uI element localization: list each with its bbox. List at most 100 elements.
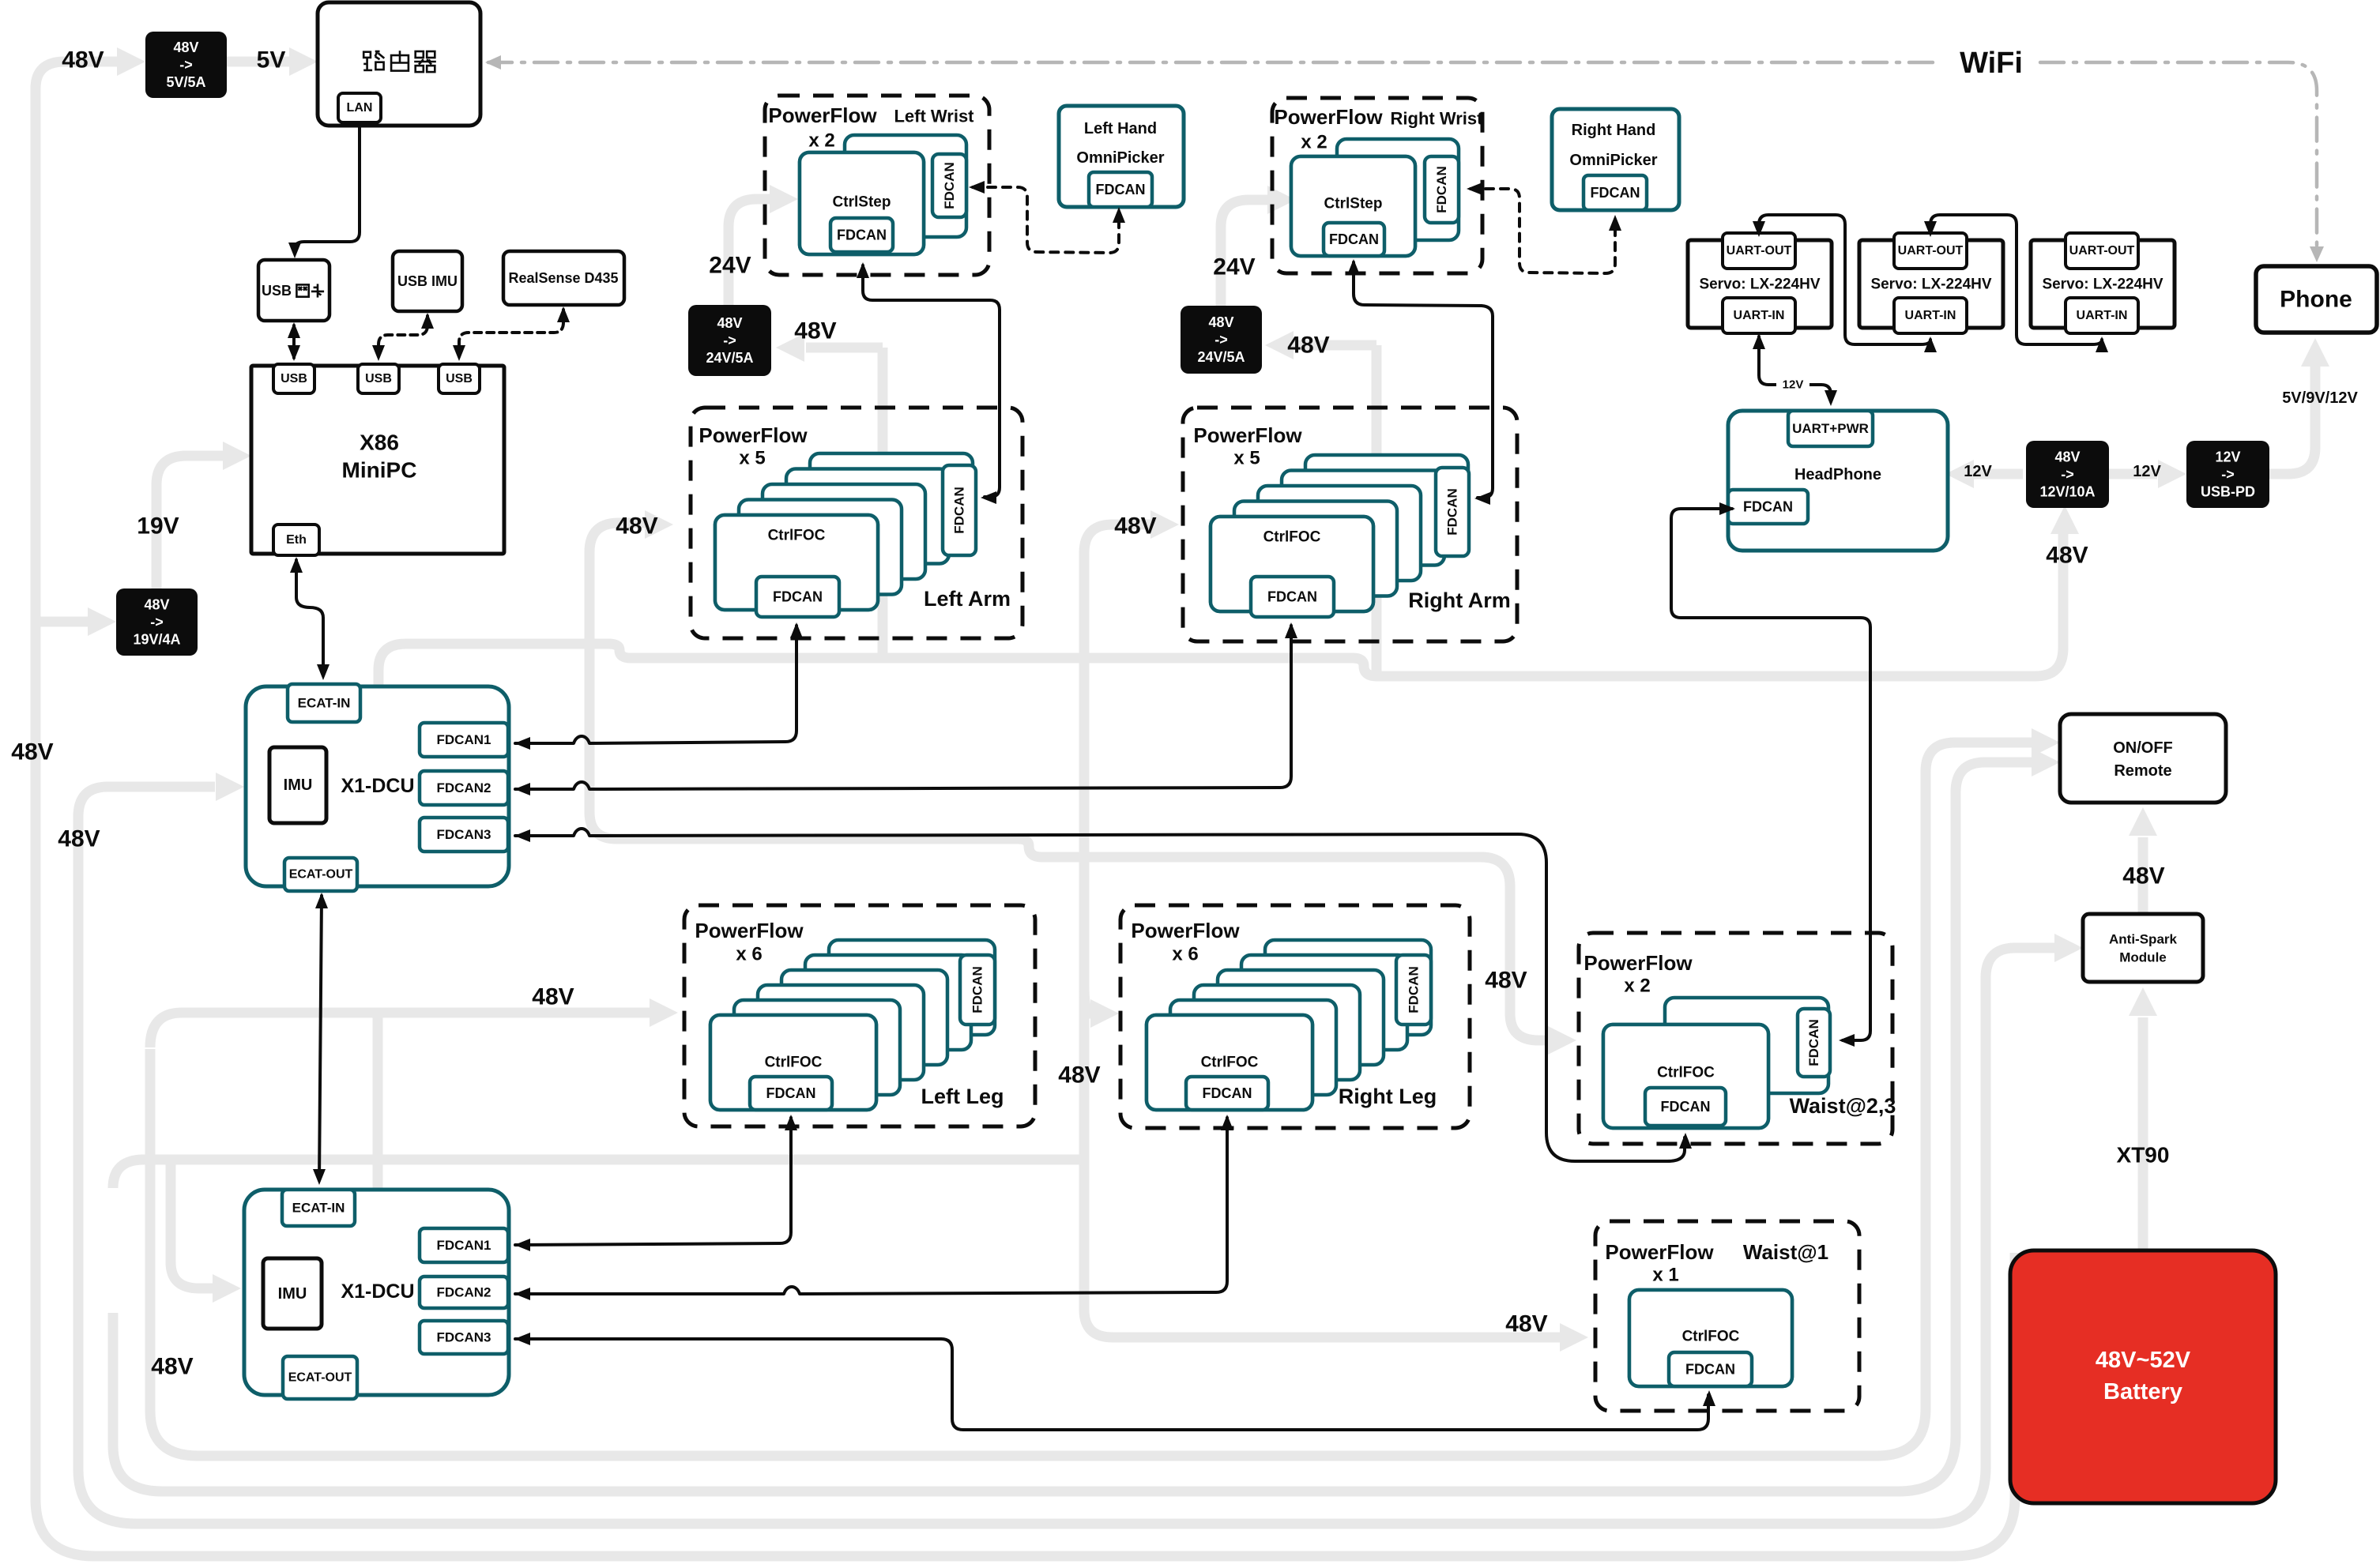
svg-text:CtrlStep: CtrlStep [833,194,891,211]
svg-text:USB: USB [262,283,292,299]
svg-text:19V: 19V [137,513,179,540]
svg-text:FDCAN2: FDCAN2 [437,1285,491,1300]
svg-text:12V: 12V [1964,463,1992,480]
svg-text:Battery: Battery [2103,1379,2182,1404]
svg-text:->: -> [2221,467,2235,483]
svg-text:WiFi: WiFi [1960,47,2023,80]
svg-text:24V: 24V [1213,254,1255,280]
svg-text:48V: 48V [151,1354,193,1380]
svg-text:FDCAN: FDCAN [1591,185,1640,201]
svg-text:FDCAN: FDCAN [1806,1019,1821,1066]
svg-text:PowerFlow: PowerFlow [1584,951,1693,975]
svg-text:FDCAN: FDCAN [1203,1085,1252,1101]
svg-text:PowerFlow: PowerFlow [1274,105,1383,129]
svg-text:48V: 48V [173,39,198,55]
svg-text:OmniPicker: OmniPicker [1569,152,1657,169]
svg-text:Right Wrist: Right Wrist [1391,109,1484,129]
svg-text:ECAT-IN: ECAT-IN [298,696,351,711]
svg-text:Eth: Eth [286,533,307,547]
svg-text:48V: 48V [2122,863,2164,889]
svg-text:CtrlFOC: CtrlFOC [768,528,826,544]
svg-text:->: -> [2061,467,2074,483]
svg-text:UART-IN: UART-IN [1905,309,1956,322]
svg-text:12V: 12V [2133,463,2161,480]
svg-text:x 6: x 6 [736,944,762,965]
svg-text:FDCAN: FDCAN [1445,488,1460,536]
svg-text:USB IMU: USB IMU [397,273,458,289]
svg-text:48V: 48V [1287,333,1329,359]
svg-text:48V: 48V [2054,449,2080,465]
svg-text:48V~52V: 48V~52V [2096,1348,2191,1373]
svg-text:Servo: LX-224HV: Servo: LX-224HV [2042,276,2163,293]
svg-text:FDCAN: FDCAN [837,227,887,243]
svg-text:IMU: IMU [284,776,313,794]
svg-text:Servo: LX-224HV: Servo: LX-224HV [1870,276,1991,293]
svg-text:HeadPhone: HeadPhone [1794,466,1881,483]
svg-text:48V: 48V [62,47,104,73]
svg-text:CtrlFOC: CtrlFOC [1201,1055,1259,1071]
svg-text:48V: 48V [532,984,574,1010]
svg-text:->: -> [150,615,164,630]
svg-text:x 2: x 2 [808,130,834,152]
svg-text:12V/10A: 12V/10A [2039,484,2095,500]
svg-text:FDCAN: FDCAN [766,1085,816,1101]
svg-text:PowerFlow: PowerFlow [1131,919,1240,942]
svg-text:USB: USB [446,372,473,385]
svg-text:FDCAN1: FDCAN1 [437,732,491,747]
svg-text:FDCAN: FDCAN [942,162,957,209]
svg-text:48V: 48V [717,315,742,331]
svg-text:48V: 48V [2046,543,2088,569]
svg-text:FDCAN: FDCAN [1096,182,1146,197]
svg-text:->: -> [723,333,736,348]
svg-text:CtrlFOC: CtrlFOC [765,1055,823,1071]
svg-text:ECAT-OUT: ECAT-OUT [288,1371,352,1385]
svg-text:x 5: x 5 [739,448,765,469]
svg-text:Remote: Remote [2114,762,2171,780]
svg-text:12V: 12V [2215,449,2240,465]
svg-text:PowerFlow: PowerFlow [695,919,804,942]
svg-text:Module: Module [2119,950,2167,965]
svg-text:RealSense D435: RealSense D435 [508,270,618,286]
svg-text:OmniPicker: OmniPicker [1076,149,1164,167]
svg-text:Right Leg: Right Leg [1339,1085,1437,1108]
svg-text:LAN: LAN [347,101,373,115]
svg-text:X86: X86 [360,431,399,455]
svg-text:FDCAN: FDCAN [970,966,985,1013]
svg-text:FDCAN: FDCAN [952,487,967,534]
svg-text:5V/5A: 5V/5A [166,74,205,90]
svg-text:48V: 48V [794,318,836,344]
svg-text:XT90: XT90 [2117,1143,2170,1168]
svg-text:->: -> [179,57,193,73]
svg-text:Right Hand: Right Hand [1572,122,1656,139]
svg-text:FDCAN2: FDCAN2 [437,780,491,795]
svg-text:Waist@2,3: Waist@2,3 [1790,1094,1896,1118]
svg-text:USB-PD: USB-PD [2201,484,2255,500]
svg-text:PowerFlow: PowerFlow [768,103,877,127]
svg-text:X1-DCU: X1-DCU [341,1280,414,1303]
svg-text:Left Arm: Left Arm [924,587,1011,611]
svg-text:Servo: LX-224HV: Servo: LX-224HV [1699,276,1820,293]
svg-text:Left Hand: Left Hand [1084,120,1157,137]
svg-text:24V: 24V [709,253,751,279]
svg-text:5V: 5V [257,47,286,73]
svg-text:19V/4A: 19V/4A [133,632,180,648]
svg-text:48V: 48V [1505,1311,1547,1337]
svg-text:48V: 48V [1485,968,1527,994]
svg-text:UART-OUT: UART-OUT [1727,244,1792,258]
svg-text:FDCAN3: FDCAN3 [437,827,491,842]
svg-text:->: -> [1214,332,1228,348]
svg-text:48V: 48V [144,597,169,613]
svg-text:UART-OUT: UART-OUT [2069,244,2135,258]
svg-text:12V: 12V [1783,378,1804,392]
svg-text:Right Arm: Right Arm [1408,588,1511,612]
svg-text:5V/9V/12V: 5V/9V/12V [2282,389,2358,407]
svg-text:48V: 48V [1058,1062,1100,1089]
svg-text:CtrlFOC: CtrlFOC [1657,1065,1715,1081]
svg-text:MiniPC: MiniPC [342,458,417,483]
svg-text:X1-DCU: X1-DCU [341,775,414,797]
svg-text:24V/5A: 24V/5A [706,350,753,366]
svg-text:24V/5A: 24V/5A [1197,349,1245,365]
svg-text:FDCAN1: FDCAN1 [437,1238,491,1253]
svg-text:PowerFlow: PowerFlow [699,423,808,447]
svg-text:48V: 48V [616,513,657,540]
